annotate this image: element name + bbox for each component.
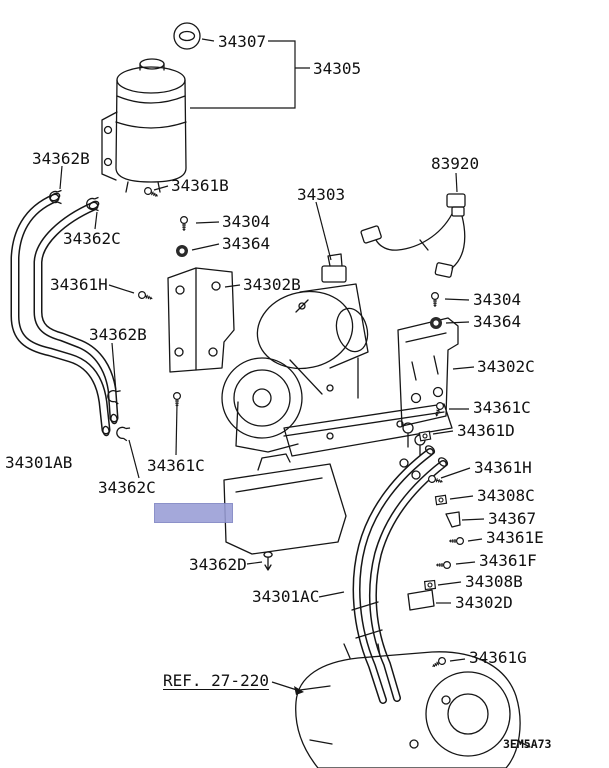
part-label-34303[interactable]: 34303 — [297, 185, 346, 204]
part-label-83920[interactable]: 83920 — [431, 154, 480, 173]
return-hose-group — [10, 192, 119, 437]
part-label-34362c-1[interactable]: 34362C — [63, 229, 121, 248]
part-label-34308b[interactable]: 34308B — [465, 572, 523, 591]
part-label-34361g[interactable]: 34361G — [469, 648, 527, 667]
part-label-34362b-2[interactable]: 34362B — [89, 325, 147, 344]
part-label-34302c[interactable]: 34302C — [477, 357, 535, 376]
part-label-34304-1[interactable]: 34304 — [222, 212, 271, 231]
transmission-group — [295, 643, 531, 768]
harness-group — [360, 193, 466, 278]
part-label-34307[interactable]: 34307 — [218, 32, 267, 51]
part-label-34361e[interactable]: 34361E — [486, 528, 544, 547]
part-label-34362c-2[interactable]: 34362C — [98, 478, 156, 497]
reservoir-group — [101, 22, 201, 193]
part-label-34364-2[interactable]: 34364 — [473, 312, 522, 331]
part-label-34305[interactable]: 34305 — [313, 59, 362, 78]
part-label-34361b[interactable]: 34361B — [171, 176, 229, 195]
highlight-box — [154, 503, 233, 523]
part-label-34301ac[interactable]: 34301AC — [252, 587, 320, 606]
part-label-34361d[interactable]: 34361D — [457, 421, 515, 440]
part-label-34361c-1[interactable]: 34361C — [473, 398, 531, 417]
part-label-34367[interactable]: 34367 — [488, 509, 537, 528]
bracket-34302b — [167, 267, 235, 373]
ref-link-27-220[interactable]: REF. 27-220 — [163, 671, 269, 690]
part-label-34302d[interactable]: 34302D — [455, 593, 513, 612]
part-label-34362b-1[interactable]: 34362B — [32, 149, 90, 168]
part-label-34364-1[interactable]: 34364 — [222, 234, 271, 253]
pressure-hose-group — [351, 445, 449, 704]
sheet-code: 3EM5A73 — [503, 737, 552, 751]
crossmember-group — [223, 357, 453, 555]
leader-lines — [59, 38, 485, 695]
pump-group — [221, 253, 369, 453]
part-label-34302b[interactable]: 34302B — [243, 275, 301, 294]
part-label-34361h-1[interactable]: 34361H — [50, 275, 108, 294]
part-label-34361h-2[interactable]: 34361H — [474, 458, 532, 477]
fitting-cluster — [399, 422, 435, 611]
part-label-34308c[interactable]: 34308C — [477, 486, 535, 505]
part-label-34362d[interactable]: 34362D — [189, 555, 247, 574]
part-label-34361f[interactable]: 34361F — [479, 551, 537, 570]
part-label-34361c-2[interactable]: 34361C — [147, 456, 205, 475]
bracket-34302c — [397, 317, 459, 427]
part-label-34301ab[interactable]: 34301AB — [5, 453, 73, 472]
fastener-glyphs-right — [263, 292, 464, 671]
part-label-34304-2[interactable]: 34304 — [473, 290, 522, 309]
